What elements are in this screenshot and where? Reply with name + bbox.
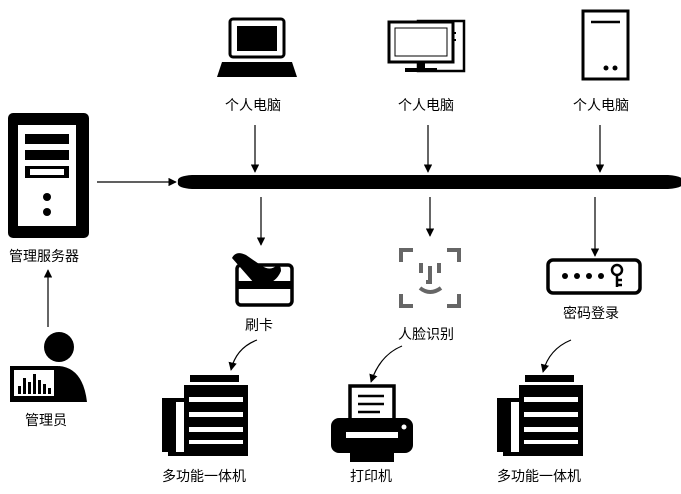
server-label: 管理服务器: [9, 249, 79, 265]
admin-label: 管理员: [25, 413, 67, 429]
pc-label: 个人电脑: [225, 98, 281, 114]
device-mfp-label: 多功能一体机: [497, 469, 581, 485]
auth-face-label: 人脸识别: [398, 327, 454, 343]
pc-label: 个人电脑: [398, 98, 454, 114]
auth-card-label: 刷卡: [245, 318, 273, 334]
device-mfp-label: 多功能一体机: [162, 469, 246, 485]
arrow-card-to-mfp: [228, 339, 258, 371]
multifunction-printer-icon: [497, 375, 583, 456]
password-keypad-icon: [546, 258, 642, 295]
pc-tower-icon: [581, 9, 630, 81]
connector-arrows: [43, 125, 605, 383]
card-swipe-icon: [232, 253, 294, 307]
arrow-face-to-printer: [369, 345, 403, 383]
admin-user-icon: [10, 332, 87, 402]
face-recognition-icon: [399, 248, 461, 308]
multifunction-printer-icon: [162, 375, 248, 456]
printer-icon: [331, 384, 413, 462]
laptop-icon: [217, 17, 297, 77]
auth-password-label: 密码登录: [563, 306, 619, 322]
desktop-computer-icon: [387, 19, 466, 73]
arrow-password-to-mfp: [540, 339, 572, 373]
pc-label: 个人电脑: [573, 98, 629, 114]
server-tower-icon: [8, 113, 89, 238]
network-bus: [177, 175, 681, 189]
device-printer-label: 打印机: [350, 469, 392, 485]
